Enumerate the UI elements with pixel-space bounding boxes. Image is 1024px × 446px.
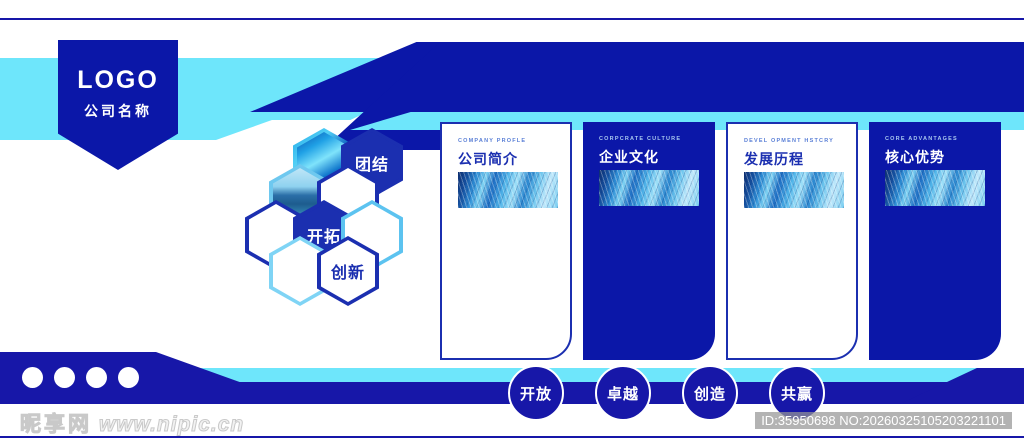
panel-core-advantages[interactable]: CORE ADVANTAGES 核心优势 [869, 122, 1001, 360]
logo-banner: LOGO 公司名称 [58, 40, 178, 170]
panel-english-title: DEVEL OPMENT HSTCRY [744, 138, 835, 144]
footer-dot-3 [86, 367, 107, 388]
panel-english-title: CORPCRATE CULTURE [599, 136, 682, 142]
watermark-site-cjk: 昵享网 [20, 413, 92, 437]
badge-creation[interactable]: 创造 [682, 365, 738, 421]
badge-winwin[interactable]: 共赢 [769, 365, 825, 421]
badge-label: 开放 [519, 385, 552, 403]
footer-dot-1 [22, 367, 43, 388]
panel-chinese-title: 核心优势 [885, 149, 945, 165]
panel-chinese-title: 公司简介 [458, 151, 518, 167]
watermark-site: 昵享网 www.nipic.cn [20, 408, 244, 438]
hexagon-cluster: 团结 开拓 创新 [245, 128, 445, 358]
panel-thumbnail-image [744, 172, 844, 208]
hex-innovation[interactable]: 创新 [317, 236, 379, 306]
company-name: 公司名称 [84, 103, 152, 120]
badge-label: 创造 [693, 385, 726, 403]
panel-english-title: CORE ADVANTAGES [885, 136, 958, 142]
footer-dot-4 [118, 367, 139, 388]
header-blue-band [250, 42, 1024, 112]
watermark-site-url: www.nipic.cn [98, 413, 245, 437]
panel-chinese-title: 发展历程 [744, 151, 804, 167]
hex-label: 开拓 [306, 229, 341, 246]
frame-rule-top [0, 18, 1024, 20]
frame-rule-bottom [0, 436, 1024, 438]
badge-label: 卓越 [606, 385, 639, 403]
panel-development-history[interactable]: DEVEL OPMENT HSTCRY 发展历程 [726, 122, 858, 360]
hex-label: 创新 [330, 265, 365, 282]
panel-chinese-title: 企业文化 [599, 149, 659, 165]
footer-dot-2 [54, 367, 75, 388]
logo-text: LOGO [77, 65, 159, 94]
watermark-id: ID:35950698 NO:20260325105203221101 [755, 412, 1012, 429]
hex-label: 团结 [354, 157, 389, 174]
footer-cyan-band [0, 368, 1024, 384]
panel-thumbnail-image [599, 170, 699, 206]
badge-excellence[interactable]: 卓越 [595, 365, 651, 421]
panel-english-title: COMPANY PROFLE [458, 138, 527, 144]
panel-corporate-culture[interactable]: CORPCRATE CULTURE 企业文化 [583, 122, 715, 360]
panel-thumbnail-image [458, 172, 558, 208]
hex-empty-4 [269, 236, 331, 306]
badge-openness[interactable]: 开放 [508, 365, 564, 421]
badge-label: 共赢 [780, 385, 813, 403]
panel-company-profile[interactable]: COMPANY PROFLE 公司简介 [440, 122, 572, 360]
panel-thumbnail-image [885, 170, 985, 206]
footer-dot-group [22, 367, 139, 388]
